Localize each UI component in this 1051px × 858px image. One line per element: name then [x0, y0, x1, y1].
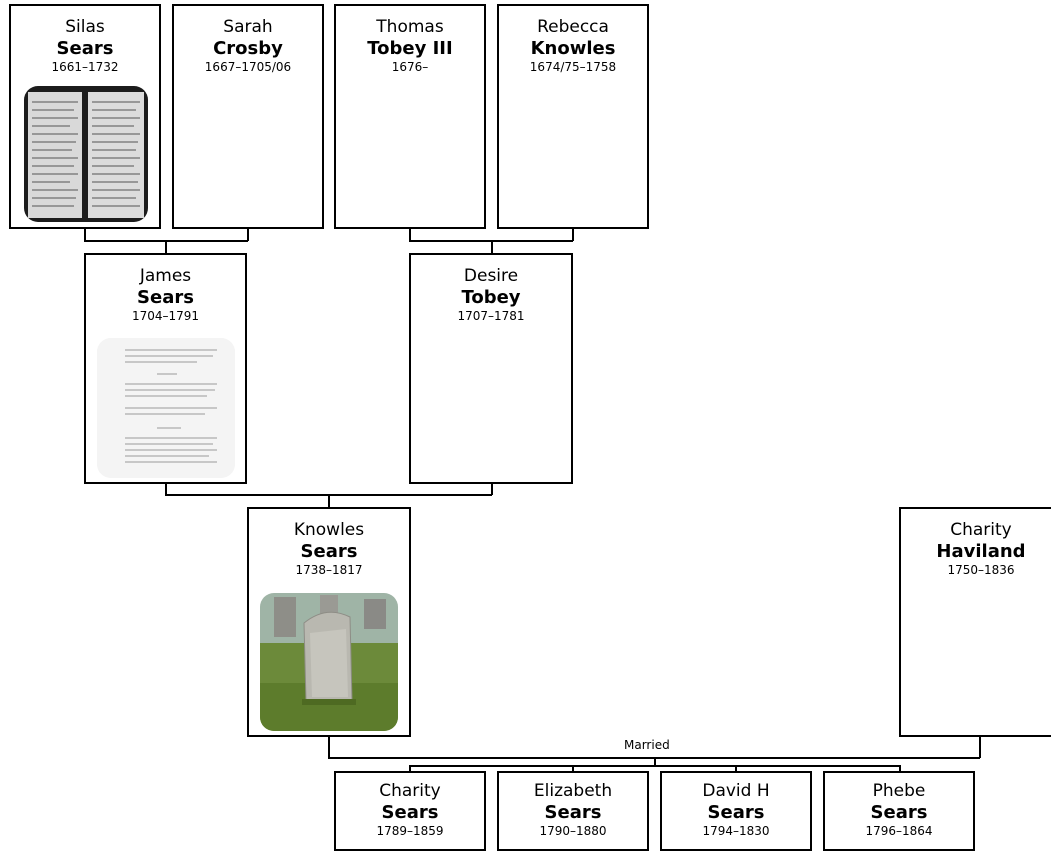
document-photo	[24, 86, 148, 222]
first-name: Rebecca	[537, 17, 609, 37]
person-card-desire-tobey[interactable]: Desire Tobey 1707–1781	[409, 253, 573, 484]
last-name: Tobey	[461, 287, 521, 308]
first-name: Phebe	[872, 781, 926, 801]
life-dates: 1667–1705/06	[204, 60, 292, 74]
last-name: Sears	[56, 38, 114, 59]
last-name: Tobey III	[367, 38, 453, 59]
last-name: Sears	[870, 802, 928, 823]
person-card-charity-sears[interactable]: Charity Sears 1789–1859	[334, 771, 486, 851]
connector-line	[979, 737, 981, 758]
person-card-knowles-sears[interactable]: Knowles Sears 1738–1817	[247, 507, 411, 737]
connector-line	[165, 240, 167, 254]
connector-line	[735, 765, 737, 772]
first-name: Sarah	[223, 17, 273, 37]
first-name: Knowles	[293, 520, 365, 540]
last-name: Sears	[381, 802, 439, 823]
person-card-rebecca-knowles[interactable]: Rebecca Knowles 1674/75–1758	[497, 4, 649, 229]
first-name: Thomas	[376, 17, 444, 37]
last-name: Crosby	[213, 38, 283, 59]
connector-line	[328, 494, 330, 508]
connector-line	[572, 765, 574, 772]
person-card-david-sears[interactable]: David H Sears 1794–1830	[660, 771, 812, 851]
first-name: Charity	[950, 520, 1012, 540]
last-name: Sears	[707, 802, 765, 823]
connector-line	[572, 229, 574, 241]
connector-line	[491, 484, 493, 495]
person-card-thomas-tobey[interactable]: Thomas Tobey III 1676–	[334, 4, 486, 229]
life-dates: 1738–1817	[295, 563, 363, 577]
life-dates: 1796–1864	[865, 824, 933, 838]
life-dates: 1674/75–1758	[529, 60, 617, 74]
document-photo	[97, 338, 235, 478]
life-dates: 1676–	[391, 60, 429, 74]
life-dates: 1790–1880	[539, 824, 607, 838]
connector-line	[899, 765, 901, 772]
person-card-phebe-sears[interactable]: Phebe Sears 1796–1864	[823, 771, 975, 851]
last-name: Knowles	[530, 38, 616, 59]
person-card-sarah-crosby[interactable]: Sarah Crosby 1667–1705/06	[172, 4, 324, 229]
life-dates: 1794–1830	[702, 824, 770, 838]
life-dates: 1707–1781	[457, 309, 525, 323]
life-dates: 1704–1791	[131, 309, 200, 323]
connector-line	[247, 229, 249, 241]
first-name: James	[139, 266, 192, 286]
connector-line	[409, 765, 900, 767]
connector-line	[328, 737, 330, 758]
connector-line	[165, 484, 167, 495]
life-dates: 1750–1836	[947, 563, 1015, 577]
connector-line	[491, 240, 493, 254]
life-dates: 1661–1732	[51, 60, 119, 74]
last-name: Sears	[137, 287, 194, 308]
last-name: Sears	[544, 802, 602, 823]
first-name: David H	[702, 781, 770, 801]
connector-line	[84, 229, 86, 241]
connector-line	[409, 229, 411, 241]
person-card-charity-haviland[interactable]: Charity Haviland 1750–1836	[899, 507, 1051, 737]
person-card-james-sears[interactable]: James Sears 1704–1791	[84, 253, 247, 484]
gravestone-photo	[260, 593, 398, 731]
union-label: Married	[621, 738, 673, 752]
connector-line	[409, 765, 411, 772]
connector-line	[654, 757, 656, 766]
first-name: Desire	[463, 266, 519, 286]
person-card-elizabeth-sears[interactable]: Elizabeth Sears 1790–1880	[497, 771, 649, 851]
first-name: Silas	[65, 17, 105, 37]
life-dates: 1789–1859	[376, 824, 444, 838]
last-name: Haviland	[936, 541, 1026, 562]
first-name: Charity	[379, 781, 441, 801]
last-name: Sears	[300, 541, 358, 562]
first-name: Elizabeth	[533, 781, 613, 801]
person-card-silas-sears[interactable]: Silas Sears 1661–1732	[9, 4, 161, 229]
